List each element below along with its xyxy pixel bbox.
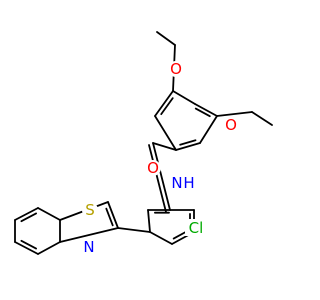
- bond-a5-c: [152, 142, 177, 151]
- amide-nitrogen-label: N H: [169, 174, 195, 192]
- bond-a5-a6: [154, 115, 177, 151]
- bond-k1-k2: [14, 207, 39, 221]
- bond-c-b1: [152, 142, 171, 211]
- bond-a2-a3: [194, 103, 218, 117]
- bond-b5-z1: [117, 227, 151, 233]
- bond-t1-t2: [156, 31, 176, 46]
- bond-c-o-double: [148, 144, 167, 213]
- bond-double-k3-k4: [20, 239, 38, 250]
- atom-o-carbonyl: O: [147, 159, 159, 177]
- bond-double-a4-a5: [179, 139, 197, 146]
- carbonyl-oxygen-label: O: [145, 159, 161, 177]
- ether-oxygen-right-label: O: [223, 116, 239, 134]
- atom-o-ether-right: O: [225, 116, 237, 134]
- atom-o-ether-top: O: [170, 60, 182, 78]
- ether-oxygen-top-label: O: [168, 60, 184, 78]
- atom-cl: Cl: [189, 219, 204, 237]
- bond-a1-a2: [172, 90, 196, 105]
- bond-k3-k4: [14, 241, 39, 255]
- atom-n-thiazole: N: [83, 238, 94, 256]
- bond-double-k1-k2: [20, 212, 38, 223]
- bond-lines: [14, 31, 273, 255]
- thiazole-nitrogen-label: N: [81, 238, 97, 256]
- atom-labels: O O O N H S N Cl: [81, 60, 239, 256]
- bond-a3-a4: [199, 115, 218, 144]
- atom-s-thiazole: S: [85, 201, 95, 219]
- bond-double-a1-a6: [160, 97, 174, 116]
- bond-z1-z2: [107, 201, 119, 229]
- bond-double-z1-z2: [105, 207, 114, 227]
- bond-k4-z4: [37, 241, 61, 255]
- bond-b4-b5: [149, 231, 173, 245]
- bond-r1-a3: [216, 111, 253, 117]
- bond-r1-r2: [251, 111, 273, 126]
- bond-double-a2-a3: [194, 107, 211, 118]
- thiazole-sulfur-label: S: [82, 201, 98, 219]
- chlorine-label: Cl: [185, 219, 207, 237]
- bond-z3-k1: [37, 207, 61, 221]
- bond-a4-a5: [175, 142, 201, 151]
- molecule-structure: O O O N H S N Cl: [14, 31, 273, 256]
- atom-h-amide: H: [183, 174, 194, 192]
- bond-z4-z1: [59, 227, 119, 243]
- bond-b5-b6: [147, 209, 151, 233]
- atom-n-amide: N: [171, 174, 182, 192]
- bond-a6-a1: [154, 90, 174, 117]
